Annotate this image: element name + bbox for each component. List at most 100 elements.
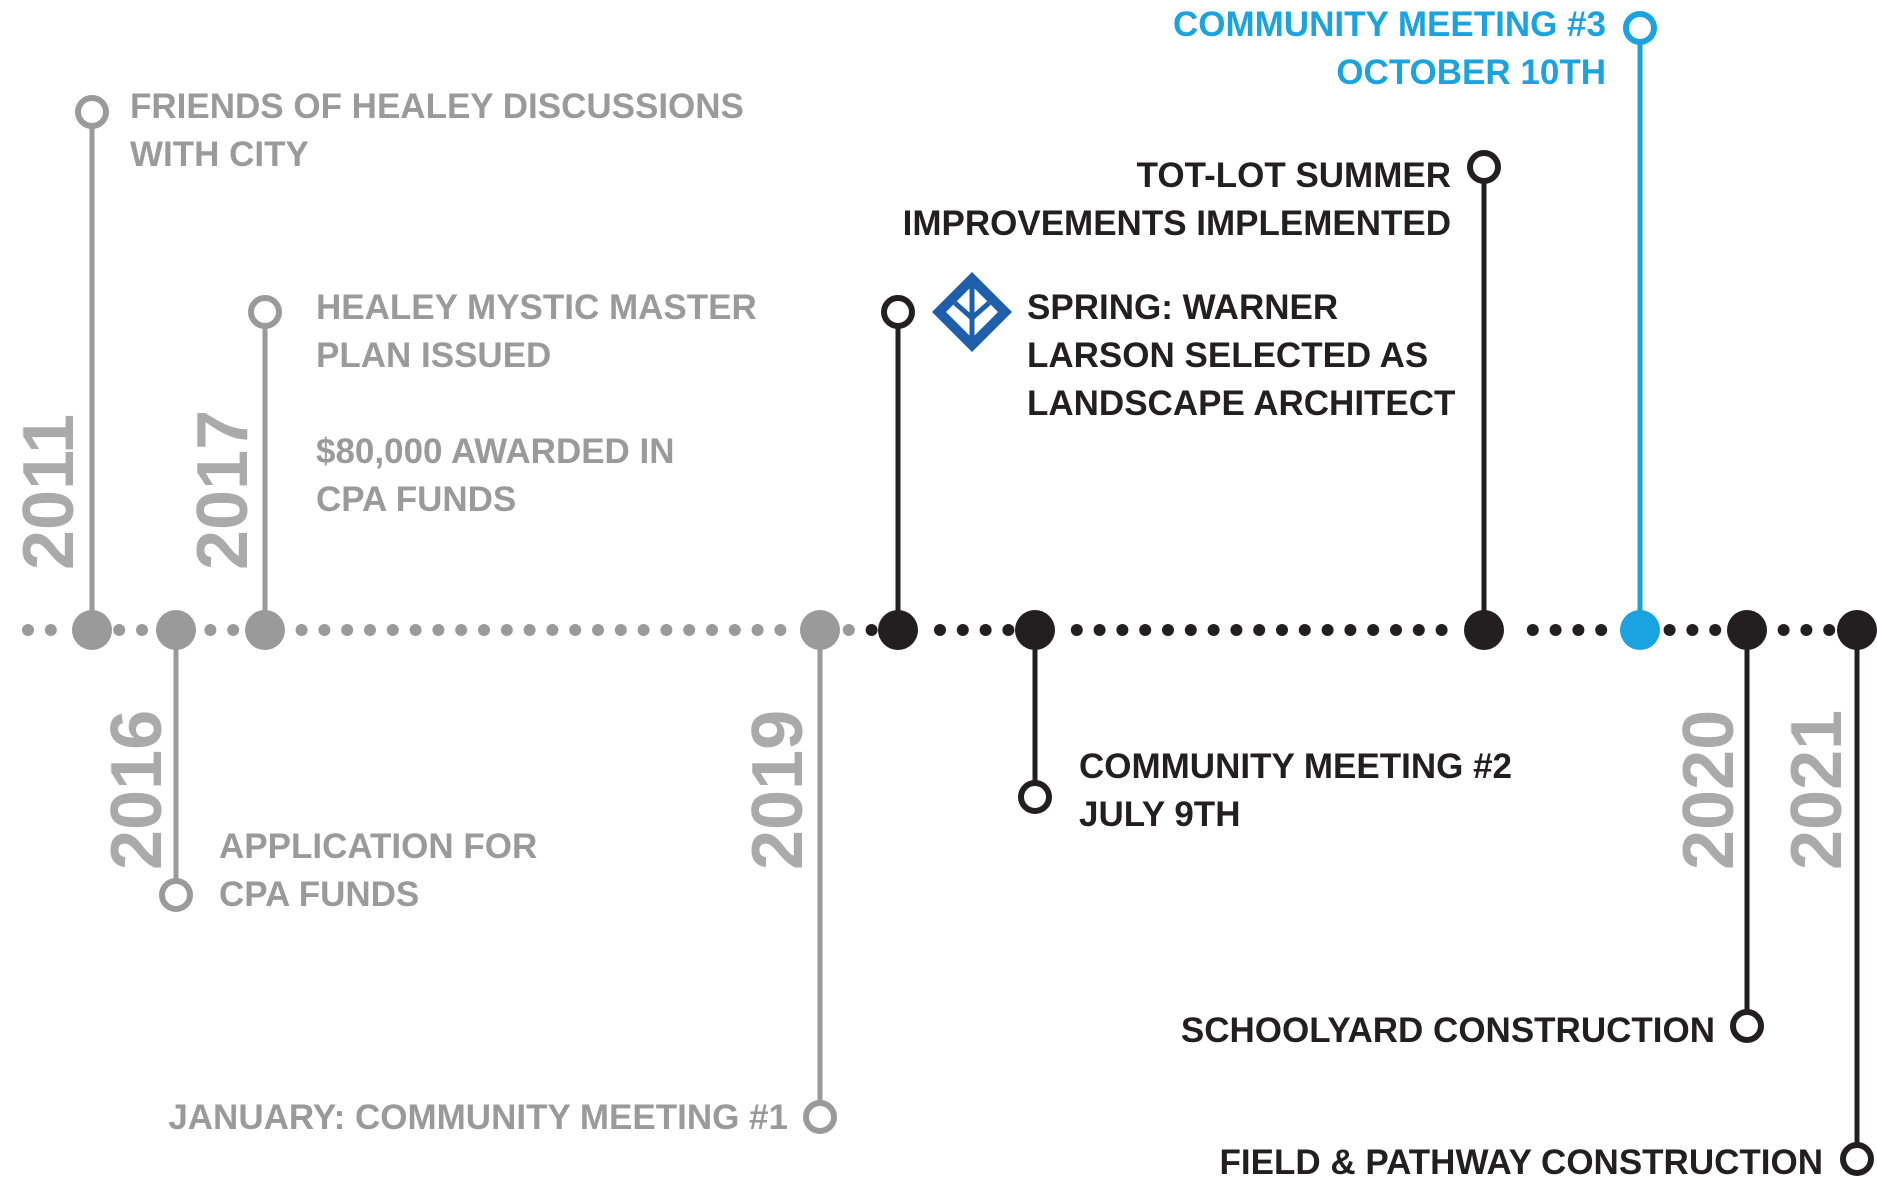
timeline-dot <box>546 624 559 636</box>
endpoint-october-2019 <box>1623 11 1657 45</box>
timeline-dot <box>409 624 422 636</box>
node-2019 <box>800 610 840 650</box>
timeline-dot <box>386 624 399 636</box>
node-july-2019 <box>1015 610 1055 650</box>
timeline-dot <box>113 624 126 636</box>
event-meeting-2-line-1: COMMUNITY MEETING #2 <box>1079 747 1512 786</box>
timeline-dot <box>956 624 969 636</box>
timeline-dot <box>341 624 354 636</box>
timeline-dot <box>136 624 148 636</box>
event-friends-line-1: FRIENDS OF HEALEY DISCUSSIONS <box>130 87 744 126</box>
timeline-dot <box>1390 624 1402 636</box>
event-schoolyard: SCHOOLYARD CONSTRUCTION <box>1181 1011 1715 1050</box>
event-meeting-3-line-2: OCTOBER 10TH <box>1336 53 1606 92</box>
endpoint-2011 <box>75 95 109 129</box>
timeline-dot <box>1526 624 1539 636</box>
event-totlot-line-2: IMPROVEMENTS IMPLEMENTED <box>903 204 1451 243</box>
timeline-dot <box>842 624 855 636</box>
timeline-dot <box>865 624 878 636</box>
timeline-dot <box>706 624 718 636</box>
timeline-dot <box>1435 624 1448 636</box>
timeline-dot <box>728 624 741 636</box>
event-awarded-line-1: $80,000 AWARDED IN <box>316 432 675 471</box>
event-friends-line-2: WITH CITY <box>130 135 309 174</box>
timeline-dot <box>1139 624 1152 636</box>
timeline-dot <box>637 624 650 636</box>
event-awarded-line-2: CPA FUNDS <box>316 480 516 519</box>
event-warner-line-3: LANDSCAPE ARCHITECT <box>1027 384 1455 423</box>
node-october-2019 <box>1620 610 1660 650</box>
timeline-dot <box>1184 624 1197 636</box>
node-2016 <box>156 610 196 650</box>
timeline-dot <box>22 624 34 636</box>
node-2021 <box>1837 610 1877 650</box>
event-meeting-2-line-2: JULY 9TH <box>1079 795 1240 834</box>
timeline-dot <box>1686 624 1699 636</box>
endpoint-2019 <box>803 1100 837 1134</box>
node-spring-2019 <box>878 610 918 650</box>
endpoint-spring-2019 <box>881 295 915 329</box>
timeline-dot <box>1367 624 1380 636</box>
timeline-dot <box>1207 624 1220 636</box>
year-label-2011: 2011 <box>9 414 89 570</box>
timeline-dot <box>774 624 787 636</box>
timeline-dot <box>500 624 513 636</box>
timeline-dot <box>1344 624 1357 636</box>
timeline-dot <box>751 624 764 636</box>
timeline-dot <box>478 624 490 636</box>
endpoint-2021 <box>1840 1142 1874 1176</box>
timeline-dot <box>1253 624 1266 636</box>
year-label-2016: 2016 <box>97 710 177 870</box>
node-2020 <box>1727 610 1767 650</box>
endpoint-july-2019 <box>1018 780 1052 814</box>
timeline-dot <box>614 624 627 636</box>
timeline-dot <box>592 624 604 636</box>
endpoint-2020 <box>1730 1009 1764 1043</box>
timeline-dot <box>569 624 582 636</box>
timeline-dot <box>1823 624 1836 636</box>
event-application-line-2: CPA FUNDS <box>219 875 419 914</box>
timeline-dot <box>1002 624 1015 636</box>
timeline-dot <box>660 624 673 636</box>
endpoint-2016 <box>159 878 193 912</box>
timeline-dot <box>1777 624 1790 636</box>
timeline-dot <box>1800 624 1813 636</box>
timeline-dot <box>1093 624 1106 636</box>
timeline-dot <box>318 624 331 636</box>
timeline-dot <box>1070 624 1083 636</box>
timeline-dot <box>204 624 217 636</box>
timeline-dot <box>523 624 536 636</box>
timeline-dot <box>1663 624 1676 636</box>
timeline-dot <box>1572 624 1585 636</box>
event-warner-line-2: LARSON SELECTED AS <box>1027 336 1428 375</box>
timeline-dot <box>1230 624 1243 636</box>
year-label-2021: 2021 <box>1777 710 1857 870</box>
event-master-plan-line-1: HEALEY MYSTIC MASTER <box>316 288 757 327</box>
endpoint-2017 <box>248 295 282 329</box>
timeline-dot <box>934 624 946 636</box>
endpoint-summer-2019 <box>1467 150 1501 184</box>
timeline-dot <box>683 624 696 636</box>
timeline-dot <box>455 624 468 636</box>
node-summer-2019 <box>1464 610 1504 650</box>
event-field-pathway: FIELD & PATHWAY CONSTRUCTION <box>1220 1143 1823 1180</box>
timeline-dot <box>1412 624 1425 636</box>
timeline-dot <box>1595 624 1608 636</box>
event-totlot-line-1: TOT-LOT SUMMER <box>1137 156 1451 195</box>
timeline-dot <box>1276 624 1288 636</box>
timeline-dot <box>1321 624 1334 636</box>
timeline-axis-past <box>22 624 855 636</box>
year-label-2017: 2017 <box>183 410 263 570</box>
timeline-dot <box>432 624 445 636</box>
node-2011 <box>72 610 112 650</box>
timeline-dot <box>1116 624 1129 636</box>
timeline-dot <box>1709 624 1722 636</box>
event-meeting-1: JANUARY: COMMUNITY MEETING #1 <box>168 1098 788 1137</box>
timeline-dot <box>364 624 376 636</box>
timeline-dot <box>1549 624 1562 636</box>
timeline-dot <box>1298 624 1311 636</box>
year-label-2019: 2019 <box>738 710 818 870</box>
timeline-dot <box>44 624 57 636</box>
timeline-dot <box>227 624 240 636</box>
